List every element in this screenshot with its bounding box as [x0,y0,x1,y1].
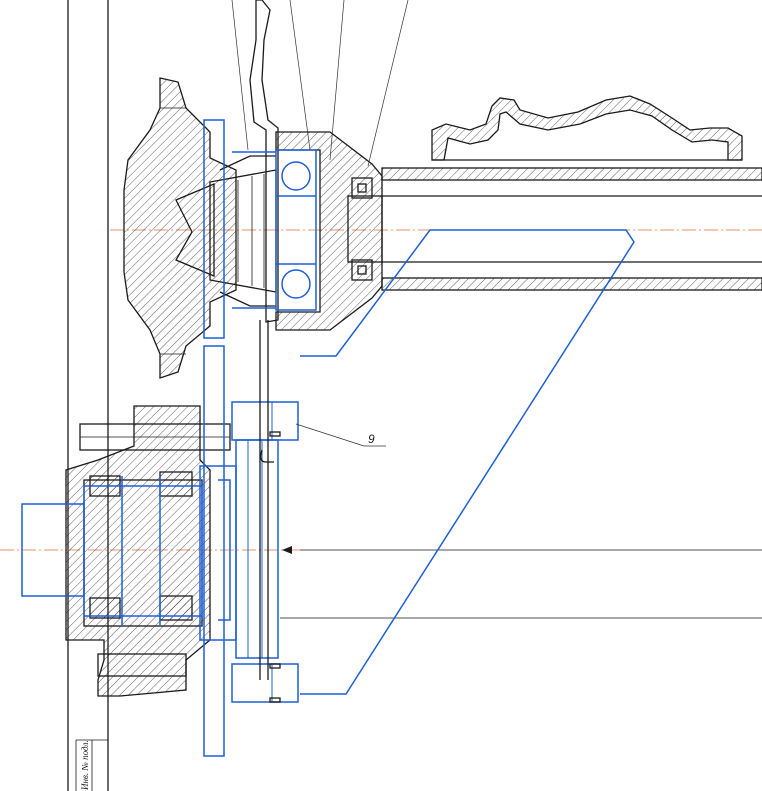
upper-washer-clip [260,449,274,463]
section-arrow [282,546,292,554]
upper-blue-outline [203,119,635,695]
upper-rubber-boot [431,95,743,161]
boot-bellows-section [431,95,743,161]
lower-wheel-stud-lower [97,653,187,677]
housing-cover-wall [249,0,279,323]
upper-bearing-ball-bottom [281,269,311,299]
lower-caliper-outline [235,439,279,659]
upper-bearing-race [275,149,317,311]
flange-hub-section [123,77,237,379]
upper-bearing-ball-top [281,161,311,191]
upper-flange-hub [123,77,237,379]
callout-group: 9 [295,423,386,447]
shaft-end [347,195,383,263]
title-stamp-text: Инв. № подл. [80,740,90,791]
upper-seals [351,177,373,281]
upper-cover-outline [232,151,276,309]
lower-bolt-details [259,320,292,703]
upper-brake-disc-outline [203,119,225,339]
callout-9-label: 9 [368,432,375,446]
top-leader-2 [289,0,311,151]
upper-shaft-tube [347,167,762,291]
lower-blue-outline [21,345,299,757]
lower-hub-inner [83,485,203,617]
lower-wheel-hub [65,405,231,697]
upper-washer [269,431,281,437]
upper-leader-lines [231,0,409,167]
upper-seal-top [351,177,373,199]
tapered-roller-3 [89,597,121,619]
bearing-housing-section [275,131,383,331]
top-leader-1 [231,0,249,151]
top-leader-3 [329,0,345,161]
connecting-outline-path [300,229,635,695]
tapered-roller-2 [159,471,193,497]
cover-flange-lower [219,291,276,307]
upper-seal-bottom [351,259,373,281]
callout-9-leader [295,423,365,447]
lower-washer [269,663,281,669]
lower-brake-disc-outline [203,345,225,757]
top-leader-4 [367,0,409,167]
shaft-tube-lower-wall [381,277,762,291]
lower-washer-2 [269,697,281,703]
upper-seal-bottom-core [357,265,367,275]
shaft-tube-upper-wall [381,167,762,181]
hub-bore [175,183,215,277]
seal-outline [218,479,231,621]
bolt-head-lower [231,663,299,703]
upper-seal-top-core [357,183,367,193]
cover-flange-upper [219,155,276,171]
bolt-head-upper [231,401,299,441]
